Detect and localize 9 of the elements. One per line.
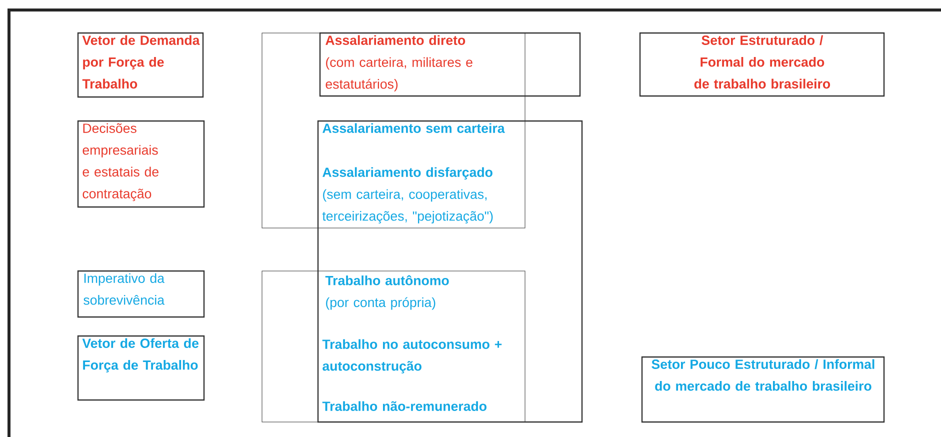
category-box [317,120,583,423]
category-box: Vetor de Oferta de Força de Trabalho [77,335,205,401]
sector-box: Setor Estruturado / Formal do mercado de trabalho brasileiro [639,32,885,97]
category-box: Decisões empresariais e estatais de contratação [77,120,205,208]
outline-box: Trabalho autônomo (por conta própria) Trabalho no autoconsumo + autoconstrução Trabalho não-remunerado [262,270,526,422]
sector-box: Setor Pouco Estruturado / Informal do mercado de trabalho brasileiro [641,356,885,423]
category-box: Imperativo da sobrevivência [77,270,205,318]
category-box: Vetor de Demanda por Força de Trabalho [77,32,204,98]
category-box: Assalariamento direto (com carteira, militares e estatutários) [319,32,581,97]
